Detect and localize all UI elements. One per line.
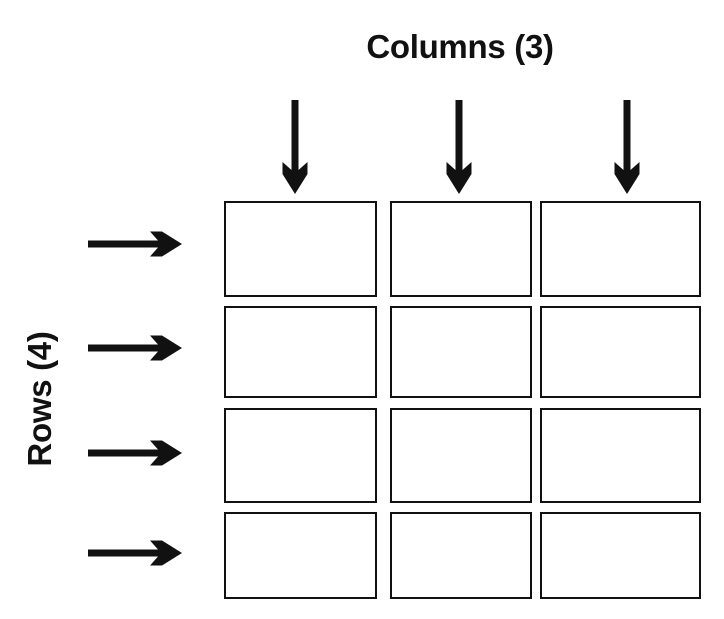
cell-r4c3 <box>540 512 701 599</box>
cell-r4c1 <box>224 512 377 599</box>
cell-r3c1 <box>224 408 377 503</box>
arrow-down-icon <box>282 100 308 194</box>
arrow-right-icon <box>88 231 182 257</box>
cell-r1c2 <box>390 201 532 297</box>
rows-label: Rows (4) <box>21 331 58 467</box>
arrow-down-icon <box>446 100 472 194</box>
arrow-down-icon <box>614 100 640 194</box>
cell-r4c2 <box>390 512 532 599</box>
cell-r1c1 <box>224 201 377 297</box>
columns-label: Columns (3) <box>366 28 554 65</box>
cell-r1c3 <box>540 201 701 297</box>
cell-r2c3 <box>540 306 701 398</box>
cell-r2c1 <box>224 306 377 398</box>
arrow-right-icon <box>88 440 182 466</box>
cell-r3c2 <box>390 408 532 503</box>
arrow-right-icon <box>88 540 182 566</box>
cell-r3c3 <box>540 408 701 503</box>
arrow-right-icon <box>88 335 182 361</box>
cell-r2c2 <box>390 306 532 398</box>
